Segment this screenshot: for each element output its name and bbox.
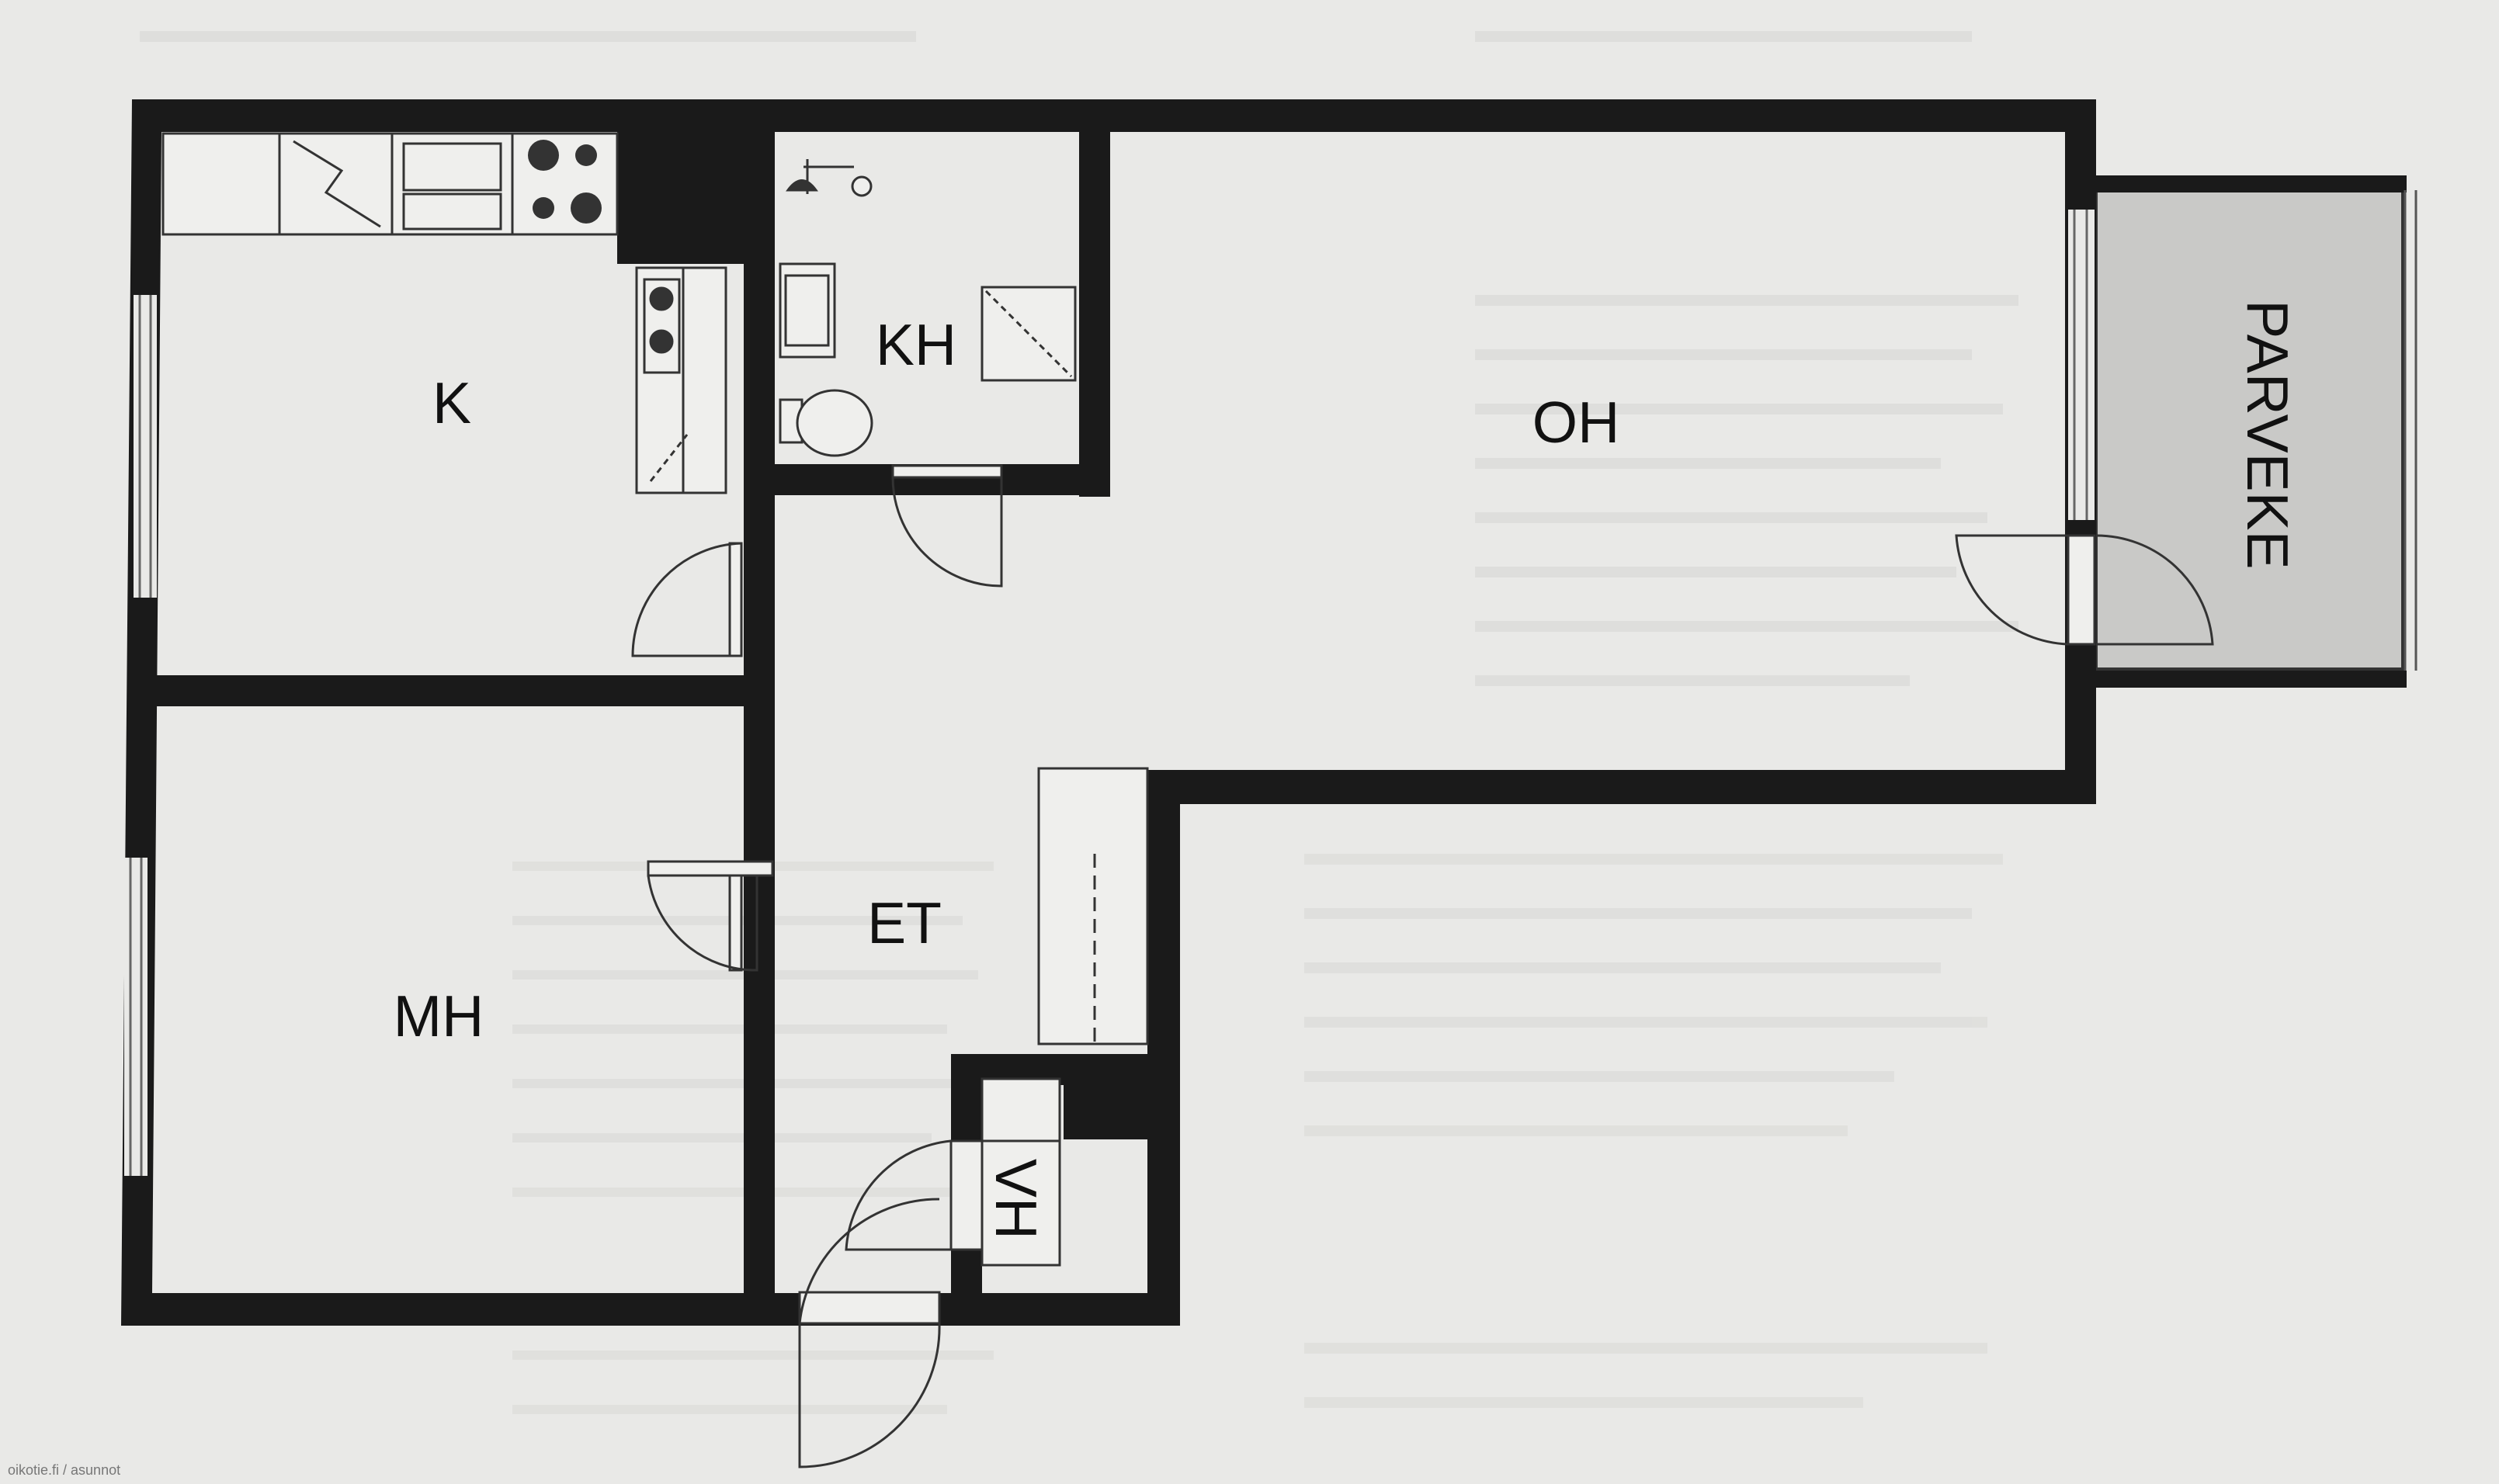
room-label-wardrobe: VH (984, 1159, 1049, 1240)
room-label-living-room: OH (1532, 390, 1620, 455)
kitchen-side-counter (635, 266, 727, 494)
watermark: oikotie.fi / asunnot (8, 1462, 120, 1478)
windows (124, 210, 2095, 1176)
room-label-bathroom: KH (876, 312, 956, 377)
balcony (2095, 175, 2417, 688)
room-label-bedroom: MH (394, 983, 484, 1049)
hallway-closet (1037, 767, 1149, 1045)
doors (631, 464, 2214, 1468)
room-label-kitchen: K (432, 370, 471, 435)
room-label-hallway: ET (867, 890, 942, 955)
stove-burners-icon (528, 140, 602, 224)
room-labels: K KH OH MH ET VH PARVEKE (394, 300, 2300, 1240)
bathroom-fixtures (779, 159, 1077, 457)
room-label-balcony: PARVEKE (2235, 300, 2300, 569)
wardrobe-interior (981, 1077, 1061, 1267)
bleed-through-texture (140, 31, 2018, 1414)
